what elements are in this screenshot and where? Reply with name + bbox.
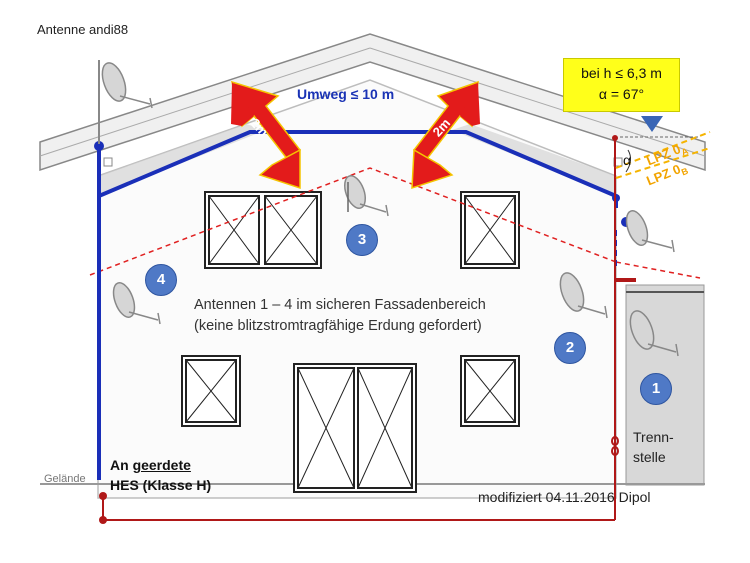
protection-zone-lines bbox=[89, 167, 701, 279]
distance-arrow-left bbox=[230, 80, 302, 190]
caption-line-2: (keine blitzstromtragfähige Erdung gefor… bbox=[194, 318, 482, 334]
detour-label: Umweg ≤ 10 m bbox=[297, 86, 395, 102]
separation-point-label: Trenn- stelle bbox=[633, 429, 674, 465]
door bbox=[293, 363, 417, 493]
caption-line-1: Antennen 1 – 4 im sicheren Fassadenberei… bbox=[194, 297, 486, 313]
height-marker-icon bbox=[641, 116, 663, 132]
page-title: Antenne andi88 bbox=[37, 22, 129, 37]
hes-label: An geerdete HES (Klasse H) bbox=[110, 457, 212, 493]
antenna-marker-1: 1 bbox=[640, 373, 672, 405]
caption: Antennen 1 – 4 im sicheren Fassadenberei… bbox=[194, 295, 486, 337]
condition-angle: α = 67° bbox=[598, 86, 645, 102]
distance-arrow-right bbox=[411, 80, 480, 190]
antenna-marker-3: 3 bbox=[346, 224, 378, 256]
window-upper-left bbox=[204, 191, 322, 269]
antenna-marker-4: 4 bbox=[145, 264, 177, 296]
satellite-dish-icon bbox=[629, 310, 679, 357]
window-lower-right bbox=[460, 355, 520, 427]
antenna-marker-2: 2 bbox=[554, 332, 586, 364]
condition-box: bei h ≤ 6,3 m α = 67° bbox=[563, 58, 680, 112]
satellite-dish-icon bbox=[101, 62, 153, 109]
window-lower-left bbox=[181, 355, 241, 427]
ground-label: Gelände bbox=[44, 473, 86, 485]
lpz-boundary bbox=[615, 131, 711, 179]
alpha-label: α bbox=[623, 152, 632, 168]
satellite-dish-icon bbox=[343, 174, 389, 217]
satellite-dish-icon bbox=[625, 210, 675, 253]
window-upper-right bbox=[460, 191, 520, 269]
satellite-dish-icon bbox=[112, 282, 161, 325]
condition-height: bei h ≤ 6,3 m bbox=[581, 65, 662, 81]
footer-credit: modifiziert 04.11.2016 Dipol bbox=[478, 489, 651, 505]
satellite-dish-icon bbox=[559, 272, 608, 319]
